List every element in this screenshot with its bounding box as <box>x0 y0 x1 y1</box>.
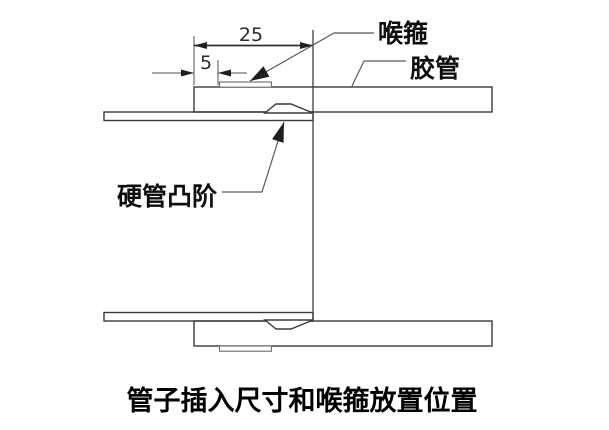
callout-rubber-hose: 胶管 <box>351 54 460 87</box>
dim-5-value: 5 <box>200 52 212 74</box>
dim-5-right-arrowhead <box>218 69 231 77</box>
pipe-step-label: 硬管凸阶 <box>117 182 218 211</box>
hose-clamp-band-bottom <box>218 345 273 352</box>
pipe-step-bump-bottom <box>263 319 314 330</box>
callout-hose-clamp: 喉箍 <box>249 19 428 82</box>
pipe-step-bump-top <box>263 103 314 114</box>
figure-caption: 管子插入尺寸和喉箍放置位置 <box>127 385 478 417</box>
rubber-hose-wall-top <box>193 86 493 113</box>
rubber-hose-leader-line <box>351 60 406 87</box>
dimension-insertion-depth: 25 <box>193 24 313 85</box>
rubber-hose-wall-bottom <box>193 320 493 347</box>
rubber-hose-label: 胶管 <box>410 54 460 83</box>
dim-25-left-arrowhead <box>194 42 207 49</box>
lower-section <box>103 311 493 352</box>
hose-clamp-leader-line <box>249 32 374 82</box>
callout-pipe-step: 硬管凸阶 <box>117 121 285 211</box>
pipe-step-leader-line <box>222 121 285 193</box>
upper-section <box>103 81 493 122</box>
hose-clamp-arrowhead <box>250 66 270 81</box>
hose-clamp-band-top <box>218 81 273 88</box>
dimension-clamp-offset: 5 <box>152 52 247 85</box>
dim-25-value: 25 <box>239 24 263 46</box>
dim-5-left-arrowhead <box>181 69 194 77</box>
pipe-step-arrowhead <box>272 122 284 143</box>
hose-clamp-label: 喉箍 <box>378 19 428 48</box>
dim-25-right-arrowhead <box>300 42 313 49</box>
